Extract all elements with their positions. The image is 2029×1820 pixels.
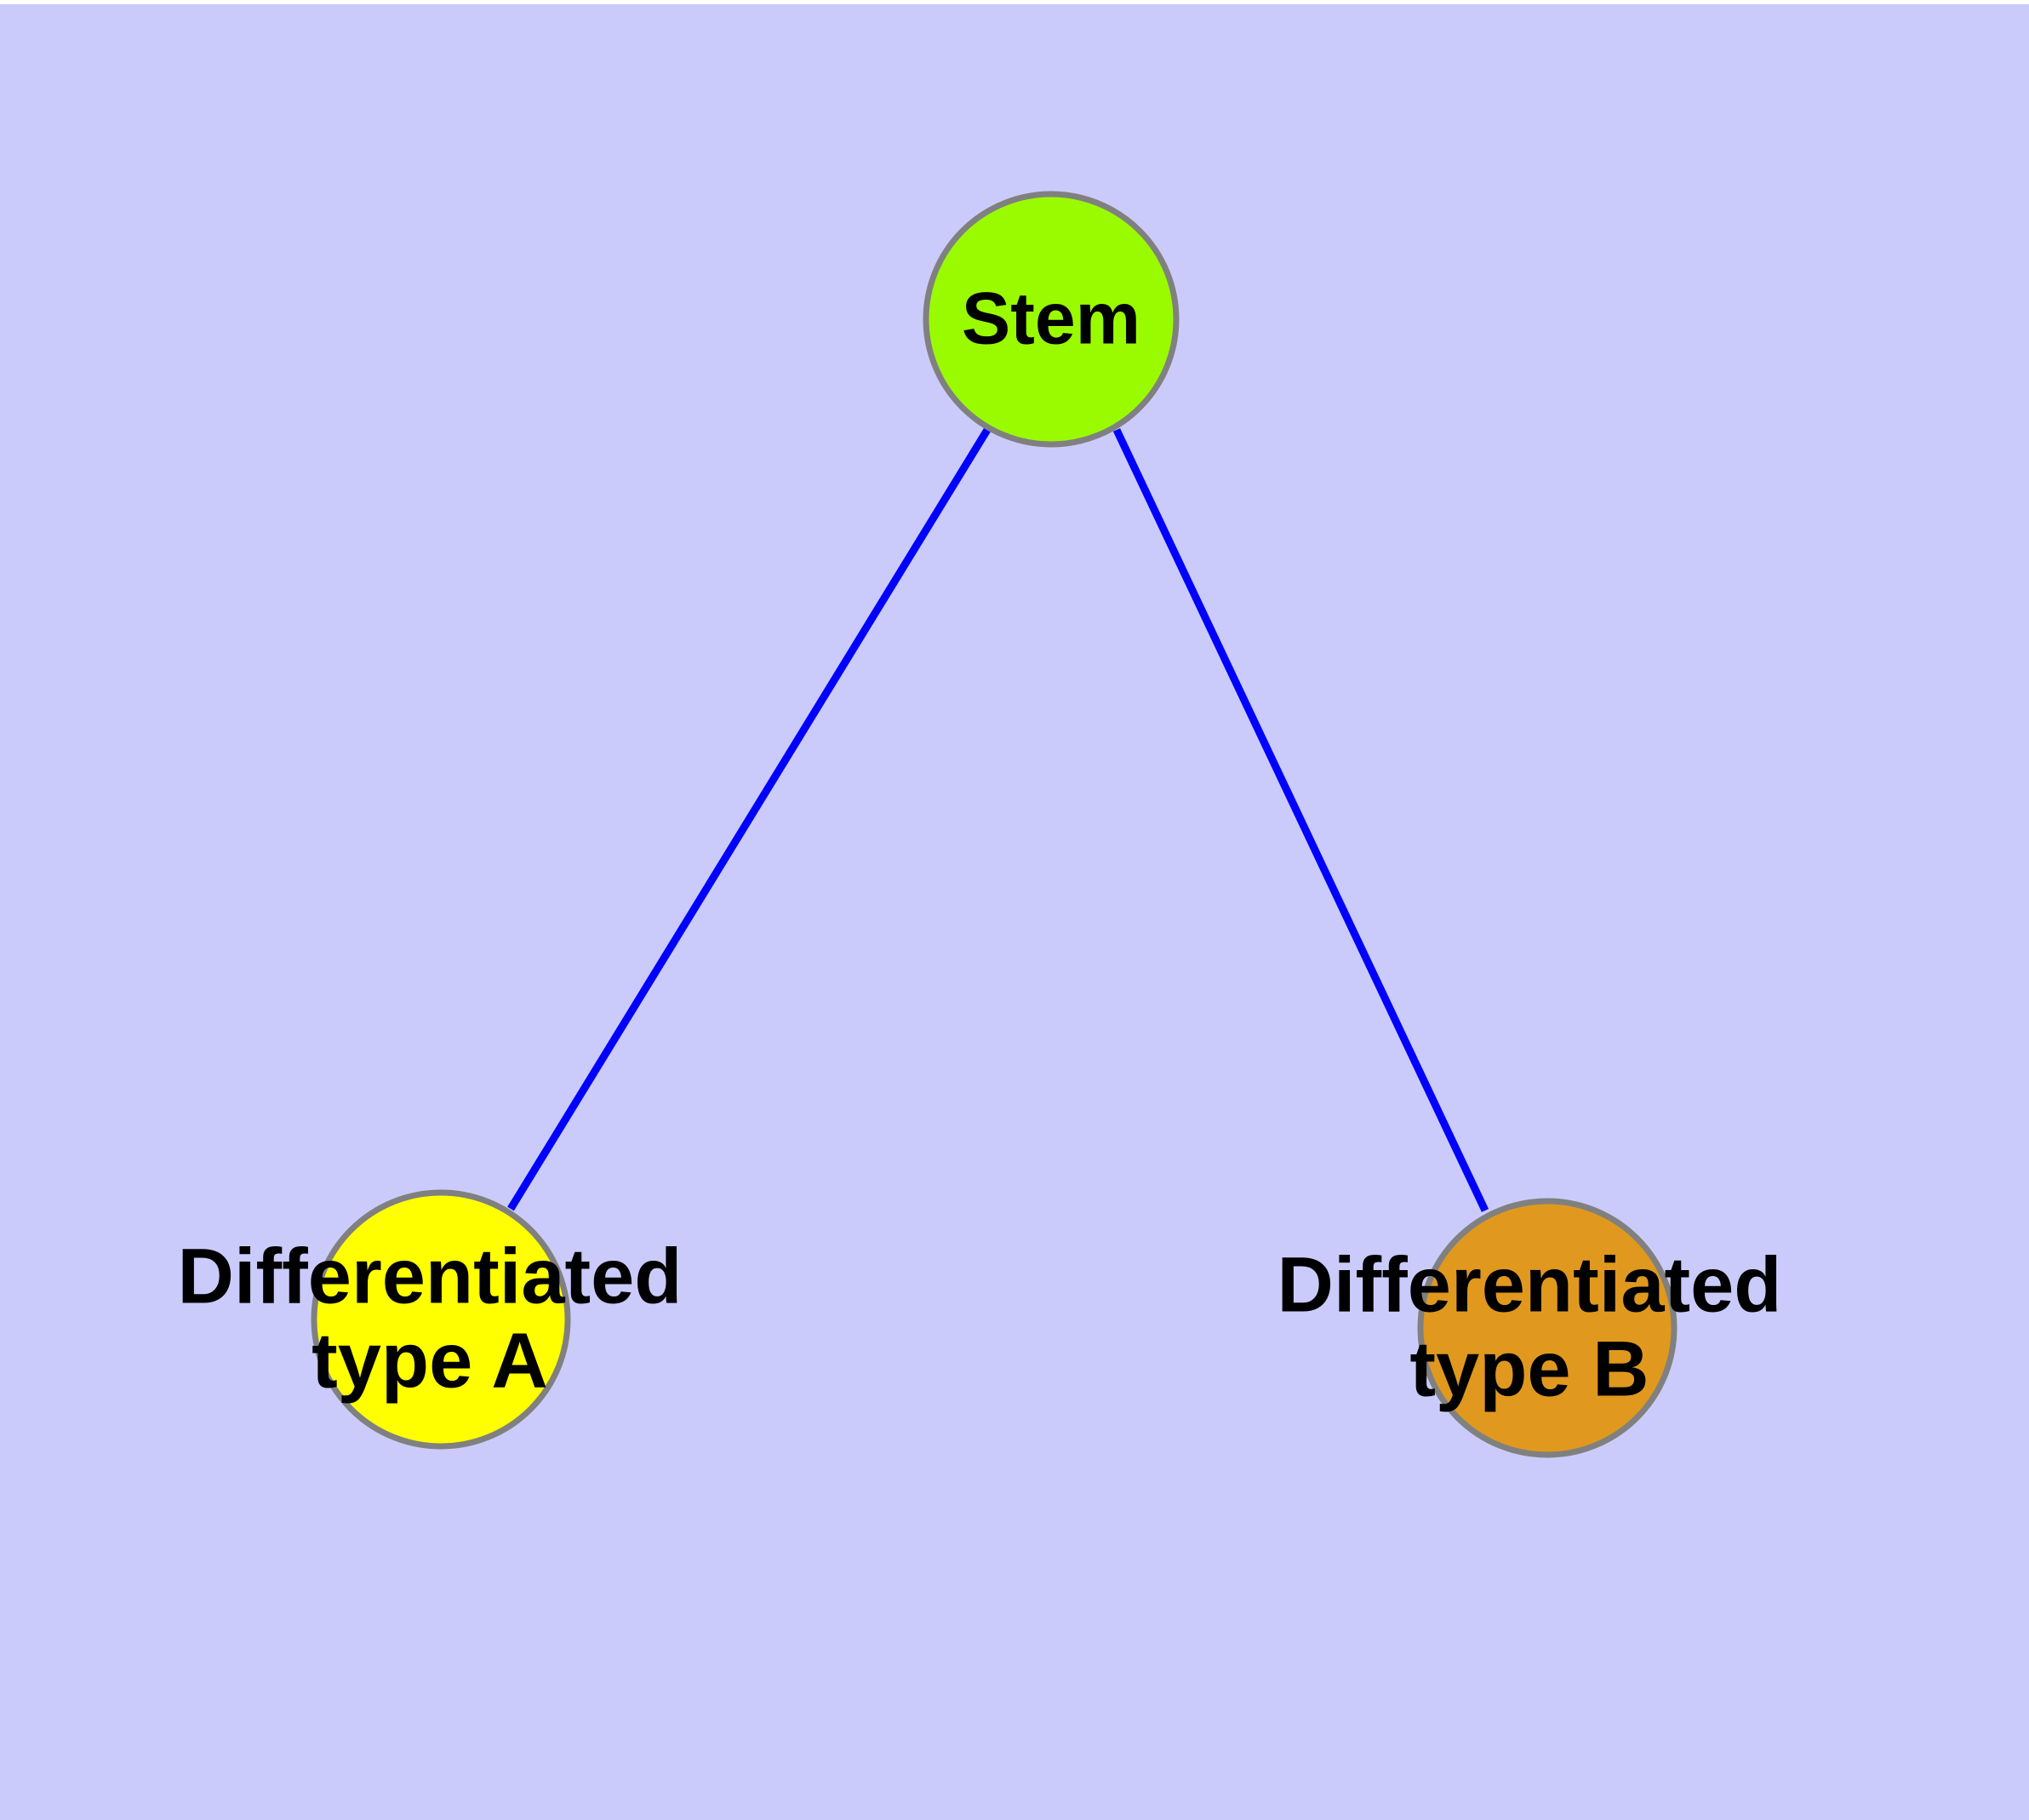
node-circle-diff-a[interactable]	[311, 1189, 571, 1450]
edge-stem-to-diff-a	[507, 427, 991, 1211]
node-layer	[311, 191, 1677, 1458]
node-circle-stem[interactable]	[923, 191, 1180, 448]
edge-layer	[507, 427, 1489, 1212]
canvas-top-margin	[0, 0, 2029, 4]
edge-stem-to-diff-b	[1112, 428, 1489, 1212]
node-circle-diff-b[interactable]	[1417, 1198, 1677, 1458]
